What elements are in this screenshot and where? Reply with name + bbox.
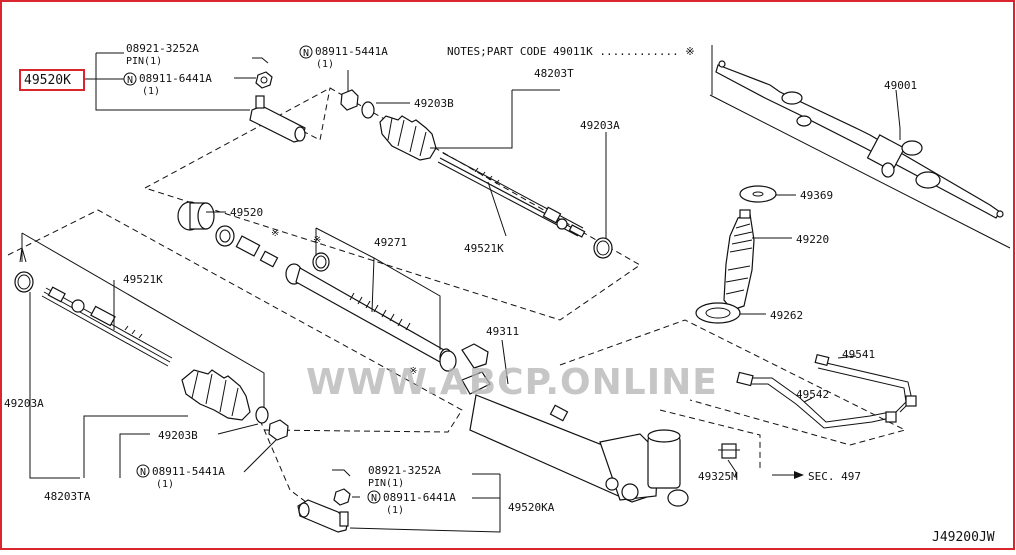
label-08921-3252A-top[interactable]: 08921-3252A [126, 42, 199, 55]
star-mark-2: ※ [313, 235, 321, 246]
boot-48203TA[interactable] [181, 369, 251, 421]
clamp-49203B-top[interactable] [361, 101, 375, 119]
label-pin-top: PIN(1) [126, 56, 162, 67]
pipe-group-dash [559, 319, 907, 446]
tie-rod-end-49520K[interactable] [249, 57, 306, 143]
clamp-49203A-left[interactable] [14, 247, 34, 293]
star-mark-3: ※ [409, 366, 417, 377]
label-qty-d: (1) [386, 505, 404, 516]
svg-text:N: N [303, 48, 309, 59]
label-49203B-top[interactable]: 49203B [414, 97, 454, 110]
lower-tie-end-dash [259, 419, 331, 521]
label-49262[interactable]: 49262 [770, 309, 803, 322]
label-48203T[interactable]: 48203T [534, 67, 574, 80]
sec-497-arrow [772, 471, 804, 479]
svg-text:N: N [371, 493, 377, 504]
nut-08911-6441A-bottom[interactable] [333, 488, 351, 506]
label-49001[interactable]: 49001 [884, 79, 917, 92]
pipe-49541[interactable] [814, 353, 917, 413]
pipe-49542[interactable] [736, 371, 897, 429]
label-sec-497[interactable]: SEC. 497 [808, 470, 861, 483]
bushing-49520[interactable] [177, 201, 215, 231]
nut-08911-5441A-top[interactable] [340, 89, 359, 111]
label-49271[interactable]: 49271 [374, 236, 407, 249]
label-49520[interactable]: 49520 [230, 206, 263, 219]
boot-48203T[interactable] [379, 115, 437, 161]
label-pin-bottom: PIN(1) [368, 478, 404, 489]
label-49311[interactable]: 49311 [486, 325, 519, 338]
notes-text: NOTES;PART CODE 49011K ............ ※ [447, 45, 695, 58]
clamp-49203B-bottom[interactable] [255, 406, 269, 424]
rack-assembly-49001[interactable] [709, 45, 1011, 249]
washer-49369[interactable] [739, 185, 777, 203]
part-labels: 49520K 08921-3252A PIN(1) 08911-6441A (1… [4, 42, 995, 545]
leader-lines [21, 52, 901, 533]
circle-n-icon [299, 45, 313, 59]
label-qty-b: (1) [316, 59, 334, 70]
star-mark-1: ※ [271, 228, 279, 239]
label-qty-c: (1) [156, 479, 174, 490]
lower-rod-group-dash [7, 209, 463, 433]
watermark-text: WWW.ABCP.ONLINE [306, 362, 718, 403]
pin-08921-3252A-bottom[interactable] [332, 469, 351, 477]
nut-08911-5441A-bottom[interactable] [268, 419, 289, 441]
label-49203B-bottom[interactable]: 49203B [158, 429, 198, 442]
gear-housing-49311[interactable] [461, 343, 689, 507]
rack-bar-49271[interactable] [235, 235, 453, 368]
circle-n-icon [367, 490, 381, 504]
label-49203A-left[interactable]: 49203A [4, 397, 44, 410]
label-49542[interactable]: 49542 [796, 388, 829, 401]
label-49520KA[interactable]: 49520KA [508, 501, 555, 514]
ring-49520-small[interactable] [215, 225, 235, 247]
label-49521K-left[interactable]: 49521K [123, 273, 163, 286]
diagram-id-code: J49200JW [932, 530, 995, 545]
label-08911-6441A-bottom[interactable]: 08911-6441A [383, 491, 456, 504]
fitting-49325M[interactable] [718, 443, 740, 459]
label-49325M[interactable]: 49325M [698, 470, 738, 483]
circle-n-icon [123, 72, 137, 86]
pinion-49220[interactable] [723, 209, 755, 311]
label-qty-a: (1) [142, 86, 160, 97]
label-49520K[interactable]: 49520K [24, 73, 71, 88]
clamp-49203A-top[interactable] [593, 237, 613, 259]
inner-socket-49521K-top[interactable] [437, 152, 586, 238]
svg-text:N: N [127, 75, 133, 86]
nut-08911-6441A-top[interactable] [255, 71, 273, 89]
selected-part-highlight [19, 69, 85, 91]
label-08911-5441A-bottom[interactable]: 08911-5441A [152, 465, 225, 478]
seal-ring-49271[interactable] [312, 252, 330, 272]
label-49203A-top[interactable]: 49203A [580, 119, 620, 132]
svg-text:N: N [140, 467, 146, 478]
label-49369[interactable]: 49369 [800, 189, 833, 202]
tie-rod-end-49520KA[interactable] [297, 499, 349, 533]
label-49541[interactable]: 49541 [842, 348, 875, 361]
star-markers: ※ ※ ※ [271, 228, 417, 377]
label-49220[interactable]: 49220 [796, 233, 829, 246]
bush-inner-49271[interactable] [439, 350, 457, 372]
label-08921-3252A-bottom[interactable]: 08921-3252A [368, 464, 441, 477]
circle-n-icon [136, 464, 150, 478]
label-48203TA[interactable]: 48203TA [44, 490, 91, 503]
label-08911-6441A-top[interactable]: 08911-6441A [139, 72, 212, 85]
sec-ref-dash [659, 409, 761, 470]
label-49521K-top[interactable]: 49521K [464, 242, 504, 255]
seal-49262[interactable] [695, 302, 741, 324]
circled-n-icons: N N N N [123, 45, 381, 504]
label-08911-5441A-top[interactable]: 08911-5441A [315, 45, 388, 58]
inner-socket-49521K-left[interactable] [41, 286, 173, 367]
